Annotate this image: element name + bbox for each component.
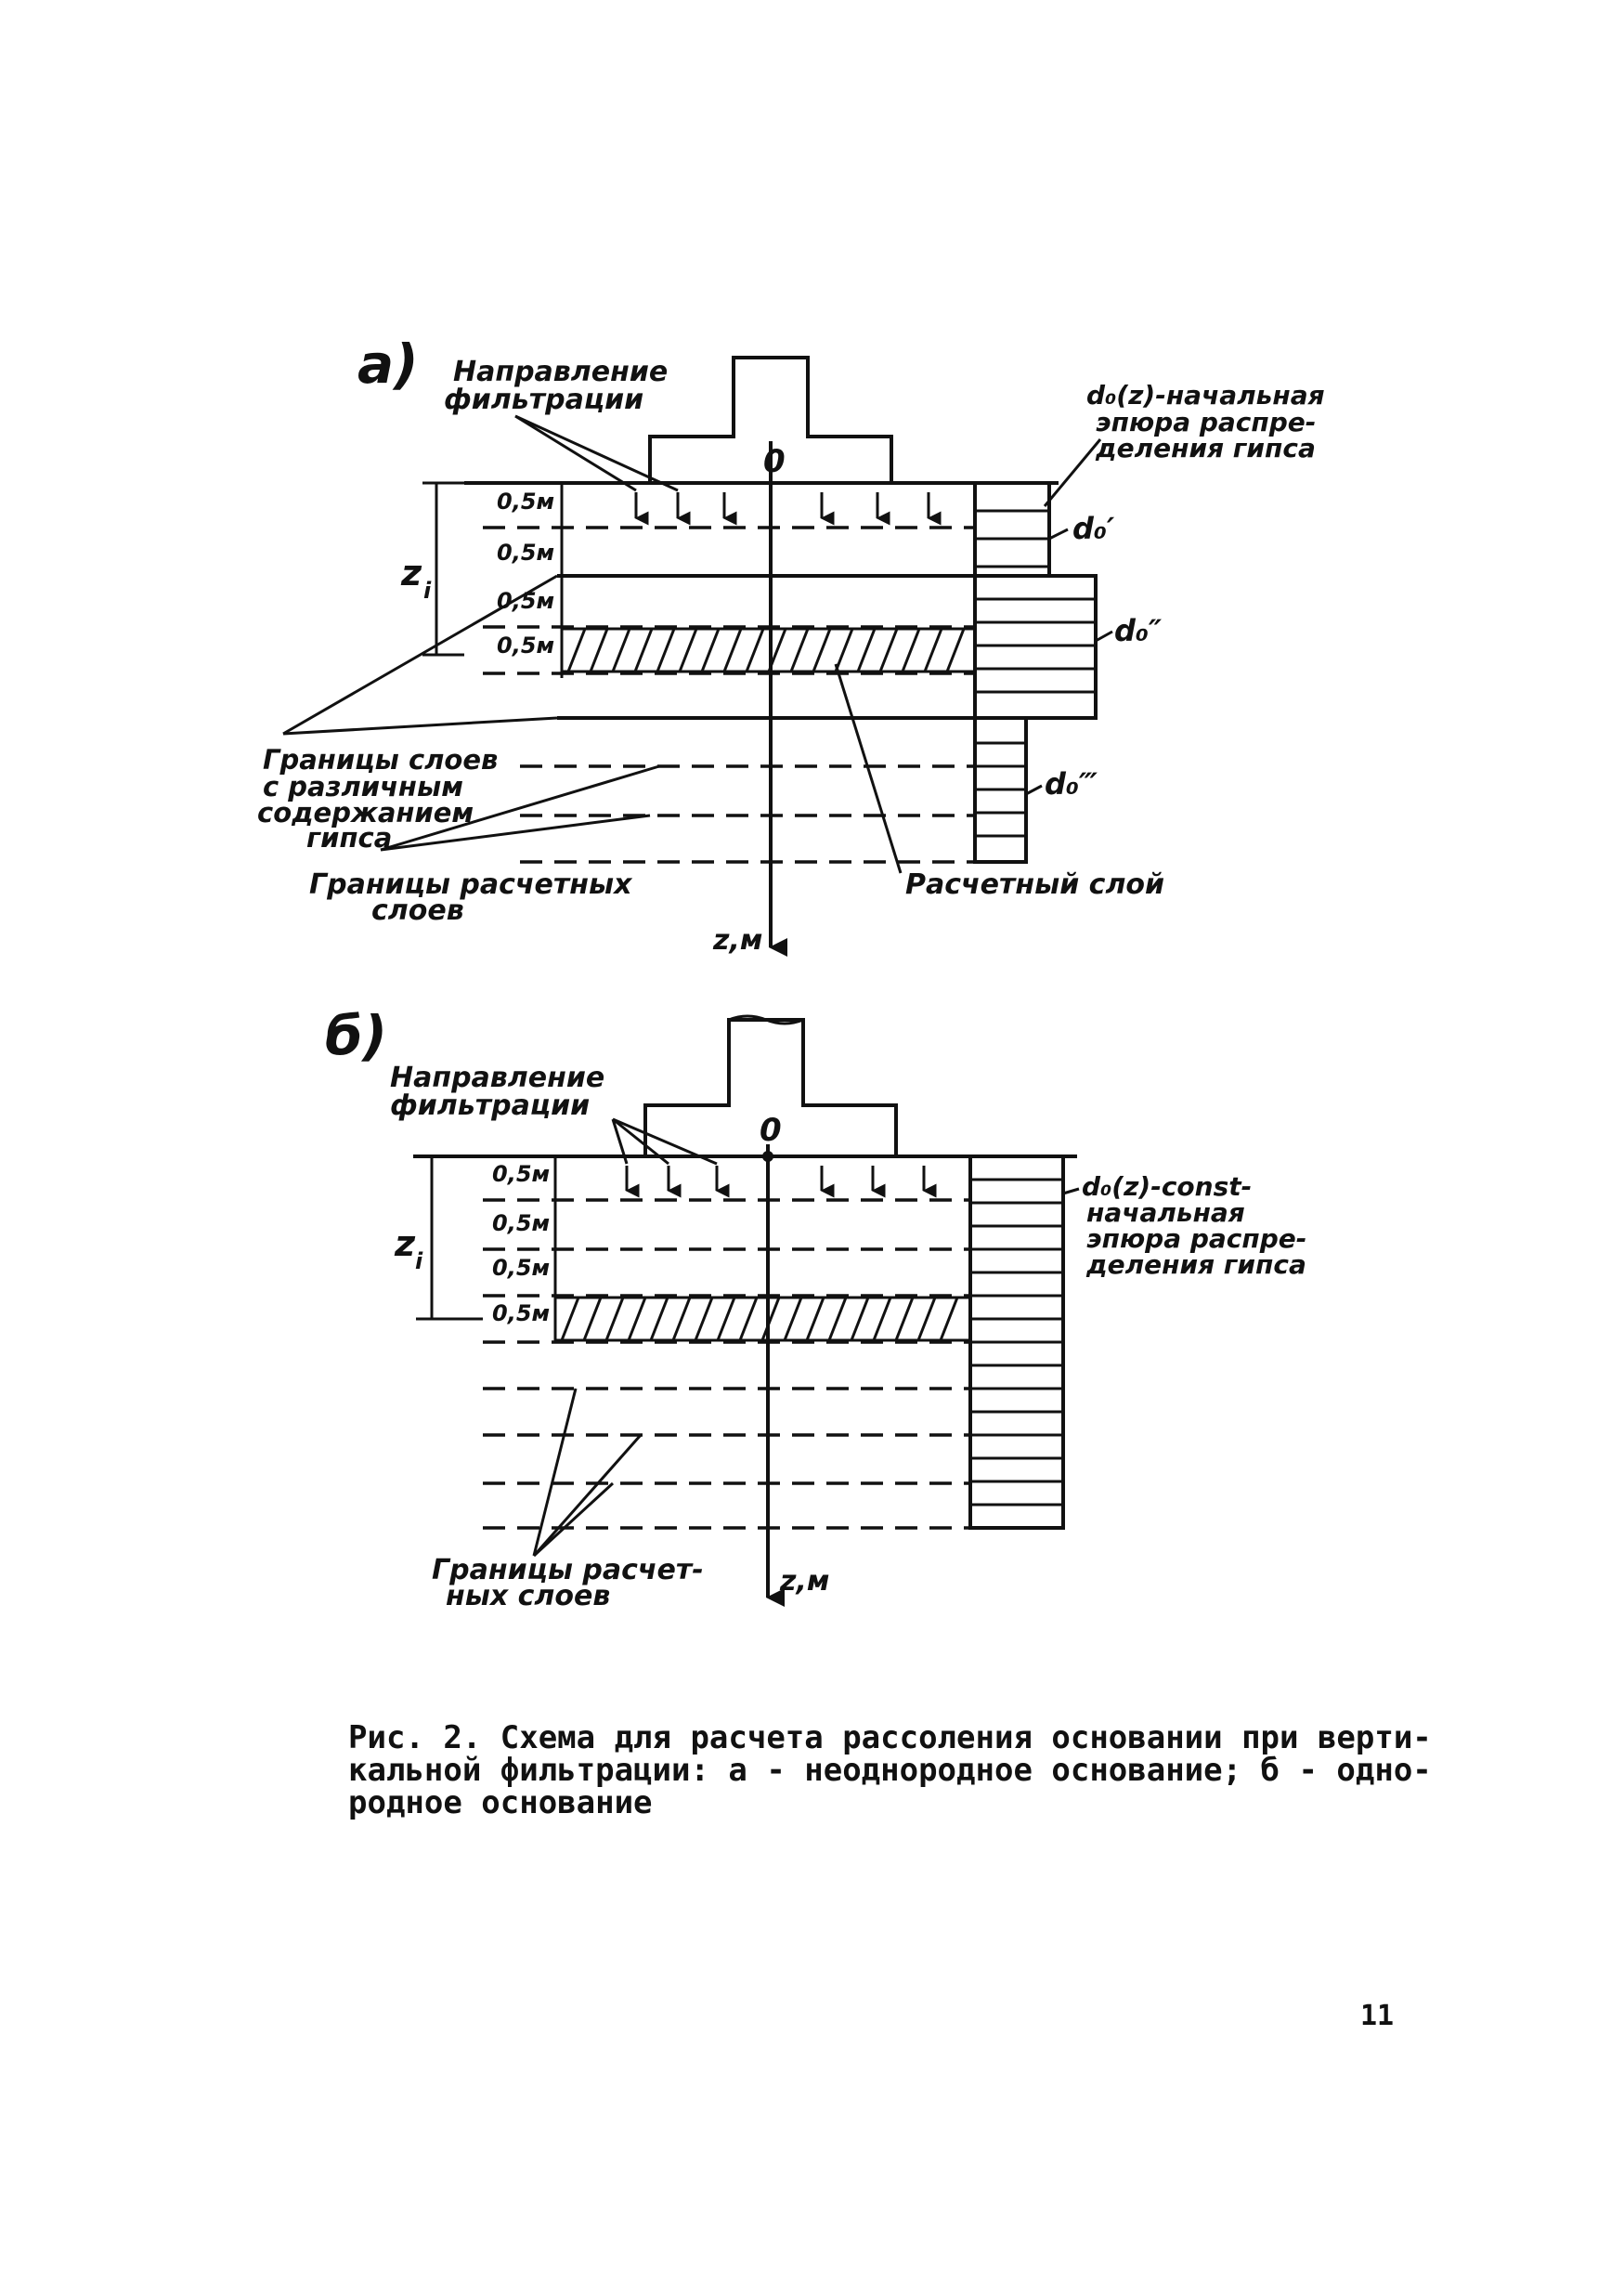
svg-text:деления гипса: деления гипса [1095,433,1316,463]
caption-line-3: родное основание [348,1784,653,1821]
svg-text:d₀(z)-const-: d₀(z)-const- [1082,1171,1252,1202]
figure-b: б) 0 z,м Направление фильтрации [325,1004,1306,1612]
caption-line-2: кальной фильтрации: а - неоднородное осн… [348,1752,1432,1789]
figure-a: а) 0 z,м Направление фильтрации [257,333,1325,957]
distribution-title-a: d₀(z)-начальная эпюра распре- деления ги… [1043,380,1325,507]
d0-prime-label: d₀′ [1072,511,1115,546]
depth-bracket-a: z i [400,481,464,657]
calc-boundaries-label-a: Границы расчетных слоев [309,764,660,927]
foundation-b-break [728,1014,804,1025]
svg-text:деления гипса: деления гипса [1085,1249,1306,1280]
svg-text:фильтрации: фильтрации [390,1089,590,1122]
page-number: 11 [1360,2000,1394,2032]
svg-text:Направление: Направление [453,356,668,388]
thickness-label-a-3: 0,5м [497,588,554,614]
svg-text:i: i [415,1248,423,1274]
svg-text:Границы расчетных: Границы расчетных [309,868,633,901]
origin-label-a: 0 [763,443,786,480]
svg-text:Расчетный слой: Расчетный слой [905,868,1164,901]
calc-layer-hatch-b [553,1296,972,1342]
svg-text:фильтрации: фильтрации [444,384,643,416]
svg-text:Границы слоев: Границы слоев [263,744,498,776]
svg-text:эпюра распре-: эпюра распре- [1096,407,1316,437]
thickness-label-a-4: 0,5м [497,633,554,659]
z-axis-label-a: z,м [712,924,762,957]
d0-prime-leader [1048,528,1069,541]
d0-triple-prime-label: d₀‴ [1045,766,1098,802]
figure-a-label: а) [357,333,419,396]
svg-text:гипса: гипса [306,822,392,854]
gypsum-distribution-b [968,1155,1065,1530]
svg-text:начальная: начальная [1086,1197,1245,1228]
svg-text:Границы расчет-: Границы расчет- [432,1554,704,1586]
d0-double-prime-leader [1095,630,1113,643]
thickness-label-a-2: 0,5м [497,540,554,566]
svg-text:слоев: слоев [371,894,464,927]
distribution-title-b: d₀(z)-const- начальная эпюра распре- дел… [1062,1171,1306,1280]
svg-text:z: z [400,553,422,594]
thickness-label-b-4: 0,5м [492,1300,550,1326]
filtration-label-b: Направление фильтрации [390,1062,718,1166]
gypsum-distribution-a [973,483,1098,864]
calc-layer-hatch-a [560,627,977,673]
origin-label-b: 0 [760,1112,782,1149]
svg-text:i: i [423,578,432,604]
svg-text:ных слоев: ных слоев [446,1580,610,1612]
d0-double-prime-label: d₀″ [1114,613,1163,648]
filtration-arrows-a [634,492,942,526]
filtration-label-a: Направление фильтрации [444,356,679,492]
calc-layer-label-a: Расчетный слой [834,663,1164,901]
svg-text:содержанием: содержанием [257,797,474,828]
d0-triple-prime-leader [1025,784,1043,796]
filtration-arrows-b [625,1166,937,1198]
figure-caption: Рис. 2. Схема для расчета рассоления осн… [348,1719,1432,1821]
thickness-label-a-1: 0,5м [497,489,554,515]
depth-bracket-b: z i [394,1155,483,1321]
z-axis-label-b: z,м [779,1565,829,1598]
svg-text:d₀(z)-начальная: d₀(z)-начальная [1086,380,1325,411]
svg-text:эпюра распре-: эпюра распре- [1086,1223,1306,1254]
caption-line-1: Рис. 2. Схема для расчета рассоления осн… [348,1719,1432,1756]
calc-boundaries-label-b: Границы расчет- ных слоев [432,1388,704,1612]
thickness-label-b-1: 0,5м [492,1161,550,1187]
thickness-label-b-2: 0,5м [492,1210,550,1236]
figure-b-label: б) [325,1004,387,1067]
svg-text:z: z [394,1223,416,1264]
layer-boundaries-label-a: Границы слоев с различным содержанием ги… [257,574,558,854]
foundation-a [648,356,893,483]
svg-text:Направление: Направление [390,1062,604,1094]
thickness-label-b-3: 0,5м [492,1255,550,1281]
svg-text:с различным: с различным [263,771,463,802]
